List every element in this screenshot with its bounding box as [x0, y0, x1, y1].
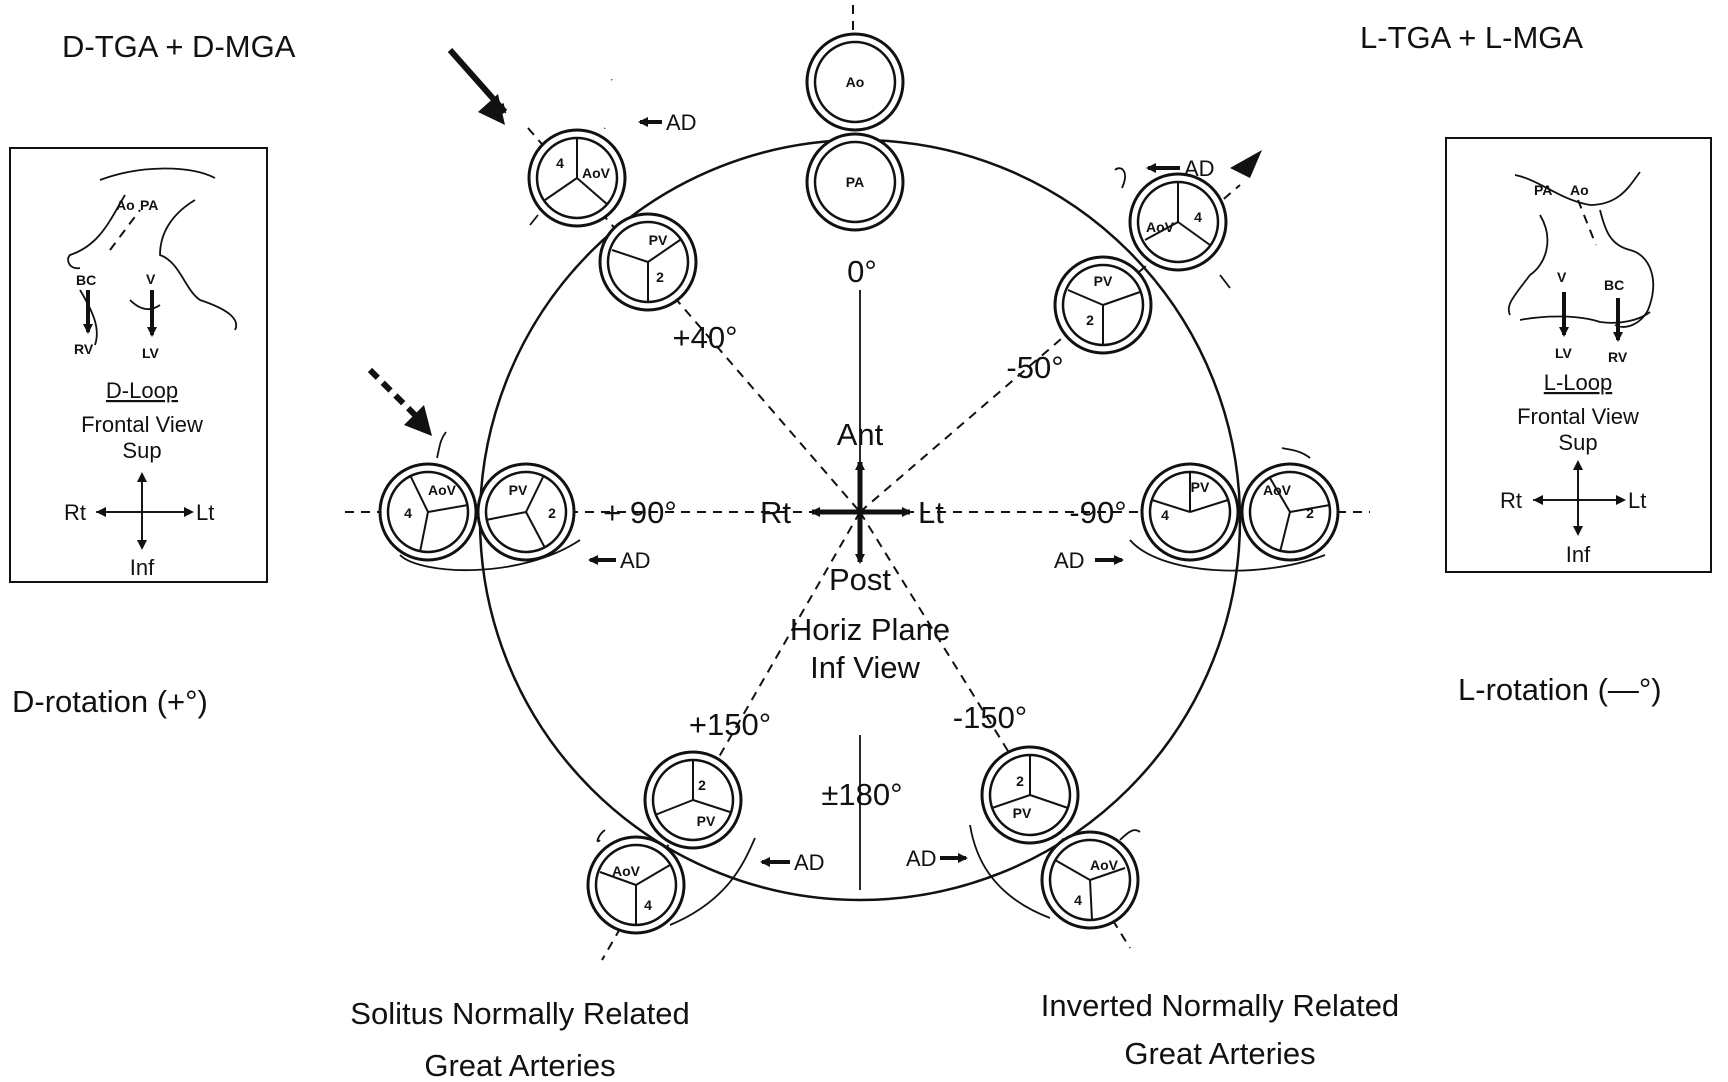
valve-aov-plus150: AoV — [612, 863, 641, 879]
right-box-loop: L-Loop — [1544, 370, 1613, 395]
lt-label: Lt — [918, 495, 944, 530]
rt-label: Rt — [760, 495, 791, 530]
left-box-inf: Inf — [130, 555, 155, 580]
valve-pv-plus150: PV — [697, 813, 716, 829]
valve-4-minus150: 4 — [1074, 892, 1082, 908]
left-box-pa: PA — [140, 197, 158, 213]
solitus-label-line2: Great Arteries — [424, 1048, 615, 1082]
valve-4-minus50: 4 — [1194, 209, 1202, 225]
left-box-rt: Rt — [64, 500, 86, 525]
right-box-pa: PA — [1534, 182, 1552, 198]
ad-label-minus90: AD — [1054, 548, 1085, 573]
l-loop-box: PA Ao V BC LV RV L-Loop Frontal View Sup… — [1445, 137, 1712, 573]
valve-pair-minus50: AD AoV 4 PV 2 — [1053, 150, 1262, 355]
angle-labels: 0° +40° -50° + 90° -90° +150° -150° ±180… — [603, 254, 1126, 812]
angle-plus90: + 90° — [603, 495, 677, 530]
right-box-lv: LV — [1555, 345, 1573, 361]
valve-4-plus40: 4 — [556, 155, 564, 171]
left-box-sup: Sup — [122, 438, 161, 463]
horiz-plane-label: Horiz Plane — [790, 612, 950, 647]
angle-plus150: +150° — [689, 707, 771, 742]
valve-pv-minus150: PV — [1013, 805, 1032, 821]
right-box-v: V — [1557, 269, 1567, 285]
valve-pair-plus150: 2 PV AoV 4 AD — [586, 750, 825, 935]
l-rotation-label: L-rotation (—°) — [1458, 672, 1662, 707]
center-compass: Ant Post Rt Lt Horiz Plane Inf View — [760, 417, 950, 685]
valve-pair-minus150: 2 PV AoV 4 AD — [906, 745, 1141, 930]
left-box-loop: D-Loop — [106, 378, 178, 403]
dashed-pointer-arrow — [367, 367, 423, 423]
valve-pv-plus40: PV — [649, 232, 668, 248]
right-box-lt: Lt — [1628, 488, 1646, 513]
valve-aov-minus150: AoV — [1090, 857, 1119, 873]
right-box-inf: Inf — [1566, 542, 1591, 567]
right-box-frontal: Frontal View — [1517, 404, 1639, 429]
right-box-ao: Ao — [1570, 182, 1589, 198]
valve-pv-plus90: PV — [509, 482, 528, 498]
valve-aov-minus50: AoV — [1146, 219, 1175, 235]
d-rotation-label: D-rotation (+°) — [12, 684, 208, 719]
valve-ao-label: Ao — [846, 74, 865, 90]
pointer-arrows — [367, 48, 508, 436]
valve-pair-0deg: Ao PA — [805, 32, 905, 232]
angle-180: ±180° — [821, 777, 902, 812]
inf-view-label: Inf View — [810, 650, 920, 685]
valve-pv-minus90: PV — [1191, 479, 1210, 495]
inverted-label-line2: Great Arteries — [1124, 1036, 1315, 1071]
left-box-rv: RV — [74, 341, 94, 357]
angle-minus50: -50° — [1006, 350, 1063, 385]
left-box-lv: LV — [142, 345, 160, 361]
ad-label-minus150: AD — [906, 846, 937, 871]
top-right-label: L-TGA + L-MGA — [1360, 20, 1583, 55]
angle-minus150: -150° — [953, 700, 1027, 735]
valve-aov-minus90: AoV — [1263, 482, 1292, 498]
ant-label: Ant — [837, 417, 884, 452]
valve-pair-plus40: AD 4 AoV PV 2 — [527, 79, 698, 312]
angle-plus40: +40° — [673, 320, 738, 355]
post-label: Post — [829, 562, 891, 597]
valve-2-minus150: 2 — [1016, 773, 1024, 789]
valve-2-plus40: 2 — [656, 269, 664, 285]
valve-2-minus50: 2 — [1086, 312, 1094, 328]
valve-4-plus150: 4 — [644, 897, 652, 913]
right-box-rt: Rt — [1500, 488, 1522, 513]
d-loop-box: Ao PA BC V RV LV D-Loop Frontal View Sup… — [9, 147, 268, 583]
solitus-label-line1: Solitus Normally Related — [350, 996, 689, 1031]
ad-label-plus90: AD — [620, 548, 651, 573]
valve-aov-plus40: AoV — [582, 165, 611, 181]
left-box-lt: Lt — [196, 500, 214, 525]
angle-0: 0° — [847, 254, 877, 289]
valve-4-minus90: 4 — [1161, 507, 1169, 523]
left-box-v: V — [146, 271, 156, 287]
top-left-label: D-TGA + D-MGA — [62, 29, 296, 64]
right-box-rv: RV — [1608, 349, 1628, 365]
inverted-label-line1: Inverted Normally Related — [1041, 988, 1399, 1023]
ad-label-plus150: AD — [794, 850, 825, 875]
valve-pair-plus90: AoV 4 PV 2 AD — [378, 431, 651, 573]
left-box-bc: BC — [76, 272, 96, 288]
valve-4-plus90: 4 — [404, 505, 412, 521]
ad-label-plus40: AD — [666, 110, 697, 135]
angle-minus90: -90° — [1069, 495, 1126, 530]
right-box-sup: Sup — [1558, 430, 1597, 455]
valve-2-plus90: 2 — [548, 505, 556, 521]
right-box-bc: BC — [1604, 277, 1624, 293]
valve-pair-minus90: PV 4 AoV 2 AD — [1054, 447, 1340, 573]
valve-2-plus150: 2 — [698, 777, 706, 793]
left-box-ao: Ao — [116, 197, 135, 213]
left-box-frontal: Frontal View — [81, 412, 203, 437]
valve-aov-plus90: AoV — [428, 482, 457, 498]
valve-2-minus90: 2 — [1306, 505, 1314, 521]
valve-pa-label: PA — [846, 174, 864, 190]
valve-pv-minus50: PV — [1094, 273, 1113, 289]
